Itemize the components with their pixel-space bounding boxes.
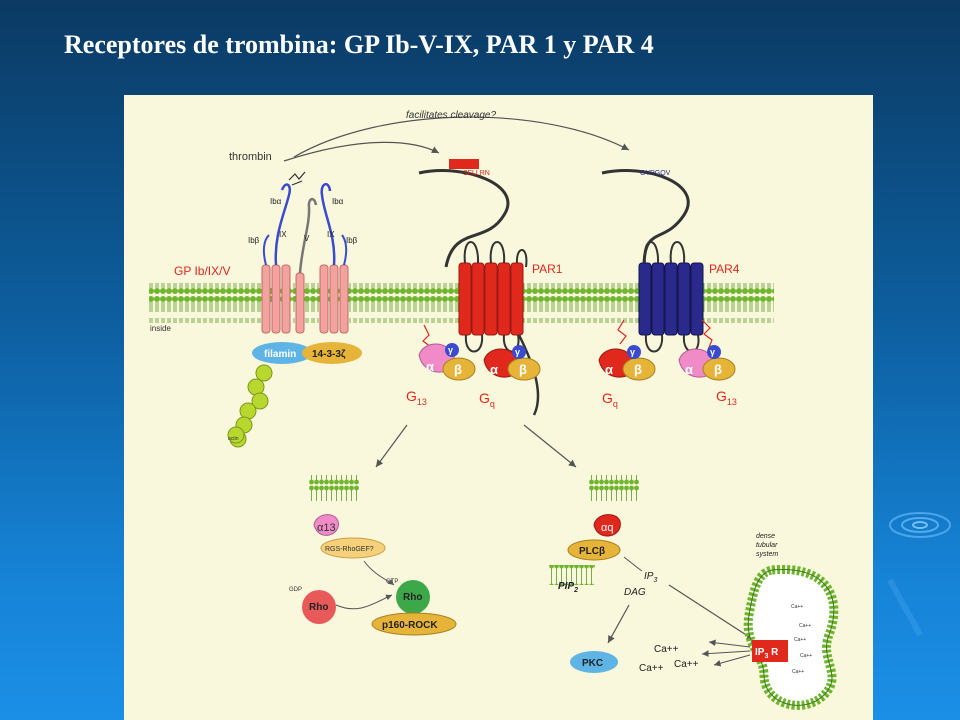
alpha13-label: α13	[317, 522, 336, 534]
par4-receptor	[601, 169, 713, 353]
rho-gtp	[396, 580, 430, 614]
gq-left-alpha: α	[490, 362, 498, 377]
plcb-label: PLCβ	[579, 546, 605, 557]
arrow-ip3-receptor	[668, 584, 755, 641]
gq-right-label: Gq	[602, 390, 618, 409]
dag-label: DAG	[624, 587, 646, 598]
arrow-to-gq-pathway	[523, 424, 577, 468]
thrombin-label: thrombin	[229, 151, 272, 163]
par1-receptor	[418, 159, 540, 416]
dts-line-3: system	[756, 551, 778, 558]
membrane-fragment-right	[589, 475, 639, 501]
gq-left-gamma: γ	[515, 347, 520, 357]
rock-protein	[371, 612, 457, 636]
g-protein-gq-left	[483, 345, 541, 381]
gq-right-alpha: α	[605, 362, 613, 377]
filamin-protein	[252, 342, 312, 364]
membrane-fragment-left	[309, 475, 359, 501]
arrow-rhogef-rho	[363, 560, 395, 586]
arc-label: facilitates cleavage?	[406, 110, 496, 121]
arrow-dag-pkc	[607, 604, 630, 644]
rock-label: p160-ROCK	[382, 620, 438, 631]
gq-right-beta: β	[634, 362, 642, 377]
ip3r-label: IP3 R	[755, 647, 779, 660]
pip2-membrane	[549, 565, 595, 585]
ix-left-label: IX	[279, 230, 287, 239]
alpha13-protein	[313, 514, 339, 536]
gq-left-beta: β	[519, 362, 527, 377]
par1-sequence: SFLLRN	[463, 170, 490, 177]
gq-right-gamma: γ	[630, 347, 635, 357]
g13-left-alpha: α	[426, 359, 434, 374]
ca-arrow-2	[701, 650, 751, 657]
gp-complex-label: GP Ib/IX/V	[174, 264, 230, 278]
g13-right-label: G13	[716, 388, 737, 407]
par4-label: PAR4	[709, 262, 740, 276]
ca-label-2: Ca++	[674, 659, 699, 670]
pkc-protein	[570, 651, 618, 673]
actin-filament	[227, 364, 273, 448]
arrow-rho-activation	[335, 594, 393, 610]
rhogef-label: RGS-RhoGEF?	[325, 546, 374, 553]
slide-title: Receptores de trombina: GP Ib-V-IX, PAR …	[64, 30, 654, 59]
ibb-left-label: Ibβ	[248, 236, 260, 245]
g-protein-g13-left	[418, 343, 476, 381]
gdp-label: GDP	[289, 587, 302, 593]
alphaq-label: αq	[601, 522, 613, 534]
ca-label-3: Ca++	[639, 663, 664, 674]
g-protein-g13-right	[678, 345, 736, 381]
protein-1433	[302, 342, 362, 364]
rhogef-protein	[320, 537, 386, 559]
ca-arrow-1	[708, 639, 751, 648]
gq-left-label: Gq	[479, 390, 495, 409]
inside-label: inside	[150, 324, 171, 333]
dts-line-1: dense	[756, 533, 775, 540]
dense-tubular-system	[743, 564, 839, 710]
pip2-label: PIP2	[558, 581, 578, 594]
rho-gdp-label: Rho	[309, 602, 328, 613]
ip3-label: IP3	[644, 571, 657, 584]
g13-left-gamma: γ	[448, 345, 453, 355]
ip3-receptor	[752, 640, 788, 662]
ca-inside-5: Ca++	[792, 669, 804, 675]
decorative-ripple-icon	[887, 512, 951, 637]
iba-right-label: Ibα	[332, 197, 344, 206]
par4-sequence: GYPGQV	[640, 170, 671, 177]
thrombin-molecule-icon	[288, 171, 306, 186]
g13-left-beta: β	[454, 362, 462, 377]
arrow-plcb-ip3	[623, 556, 643, 572]
ca-inside-2: Ca++	[799, 623, 811, 629]
v-label: V	[304, 234, 310, 243]
alphaq-protein	[593, 514, 621, 537]
g13-right-alpha: α	[685, 362, 693, 377]
g13-left-label: G13	[406, 388, 427, 407]
gp-ib-ix-v-complex: GP Ib/IX/V Ibα Ibα IX V IX Ibβ Ibβ	[174, 171, 358, 334]
ca-inside-1: Ca++	[791, 604, 803, 610]
g13-right-beta: β	[714, 362, 722, 377]
rho-gtp-label: Rho	[403, 592, 422, 603]
diagram-figure: facilitates cleavage? thrombin inside GP…	[124, 95, 873, 720]
ix-right-label: IX	[327, 230, 335, 239]
protein-1433-label: 14-3-3ζ	[312, 349, 346, 360]
arrow-to-g13-pathway	[375, 424, 408, 468]
plcb-protein	[567, 539, 621, 561]
par1-label: PAR1	[532, 262, 563, 276]
thrombin-arrows	[283, 116, 630, 162]
iba-left-label: Ibα	[270, 197, 282, 206]
ca-inside-3: Ca++	[794, 637, 806, 643]
rho-gdp	[302, 590, 336, 624]
g-protein-gq-right	[598, 345, 656, 381]
ibb-right-label: Ibβ	[346, 236, 358, 245]
g13-right-gamma: γ	[710, 347, 715, 357]
ca-label-1: Ca++	[654, 644, 679, 655]
ca-inside-4: Ca++	[800, 653, 812, 659]
dts-line-2: tubular	[756, 542, 778, 549]
filamin-label: filamin	[264, 349, 296, 360]
actin-label: actin	[228, 436, 239, 442]
pkc-label: PKC	[582, 658, 603, 669]
ca-arrow-3	[713, 654, 751, 667]
